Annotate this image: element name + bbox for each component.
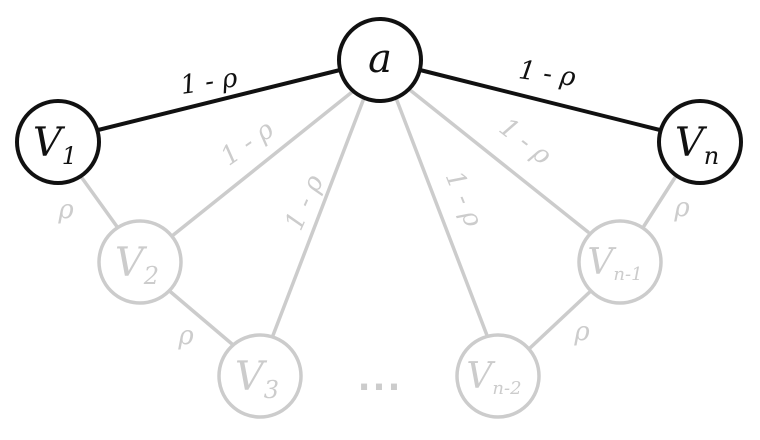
ellipsis: ... <box>358 359 403 399</box>
svg-text:Vn-2: Vn-2 <box>466 356 521 399</box>
node-vn2-subscript: n-2 <box>492 378 521 399</box>
edge-label-v2-v3: ρ <box>177 321 194 351</box>
faded-edges <box>80 88 678 350</box>
edge-label-vn1-vn2: ρ <box>573 317 590 347</box>
svg-text:V2: V2 <box>115 240 159 290</box>
node-v1-label: V <box>33 120 66 166</box>
node-v3-subscript: 3 <box>264 376 279 404</box>
svg-text:V3: V3 <box>235 354 279 404</box>
edge-a-v1 <box>96 68 342 132</box>
edge-label-a-v2: 1 - ρ <box>215 114 280 172</box>
node-vn-subscript: n <box>704 142 719 170</box>
dark-edges <box>96 68 662 132</box>
edge-label-a-vn: 1 - ρ <box>517 55 578 93</box>
edge-a-vn <box>418 68 662 132</box>
node-v2-subscript: 2 <box>143 262 159 290</box>
node-vn1: Vn-1 <box>577 219 663 305</box>
node-v3: V3 <box>217 333 303 419</box>
node-v3-label: V <box>235 354 268 400</box>
edge-a-vn1 <box>408 88 590 234</box>
svg-text:V1: V1 <box>33 120 77 170</box>
node-v2-label: V <box>115 240 148 286</box>
edge-label-vn-vn1: ρ <box>673 193 690 223</box>
node-vn: Vn <box>657 99 743 185</box>
node-v1-subscript: 1 <box>62 142 77 170</box>
node-vn2-label: V <box>466 356 496 397</box>
edge-label-v1-v2: ρ <box>57 195 74 225</box>
edge-vn1-vn2 <box>528 286 596 350</box>
node-a-label: a <box>368 36 392 82</box>
edge-v2-v3 <box>164 286 234 346</box>
svg-text:Vn: Vn <box>675 120 719 170</box>
edge-v1-v2 <box>80 176 120 230</box>
edge-a-vn2 <box>394 96 490 340</box>
edge-a-v3 <box>270 96 366 340</box>
node-vn-label: V <box>675 120 708 166</box>
node-v1: V1 <box>15 99 101 185</box>
node-v2: V2 <box>97 219 183 305</box>
svg-text:Vn-1: Vn-1 <box>587 242 642 285</box>
node-vn1-label: V <box>587 242 617 283</box>
node-a: a <box>337 17 423 103</box>
edge-a-v2 <box>170 90 354 238</box>
node-vn1-subscript: n-1 <box>613 264 642 285</box>
node-vn2: Vn-2 <box>455 333 541 419</box>
edge-label-a-vn2: 1 - ρ <box>439 167 488 232</box>
edge-vn-vn1 <box>642 174 678 228</box>
